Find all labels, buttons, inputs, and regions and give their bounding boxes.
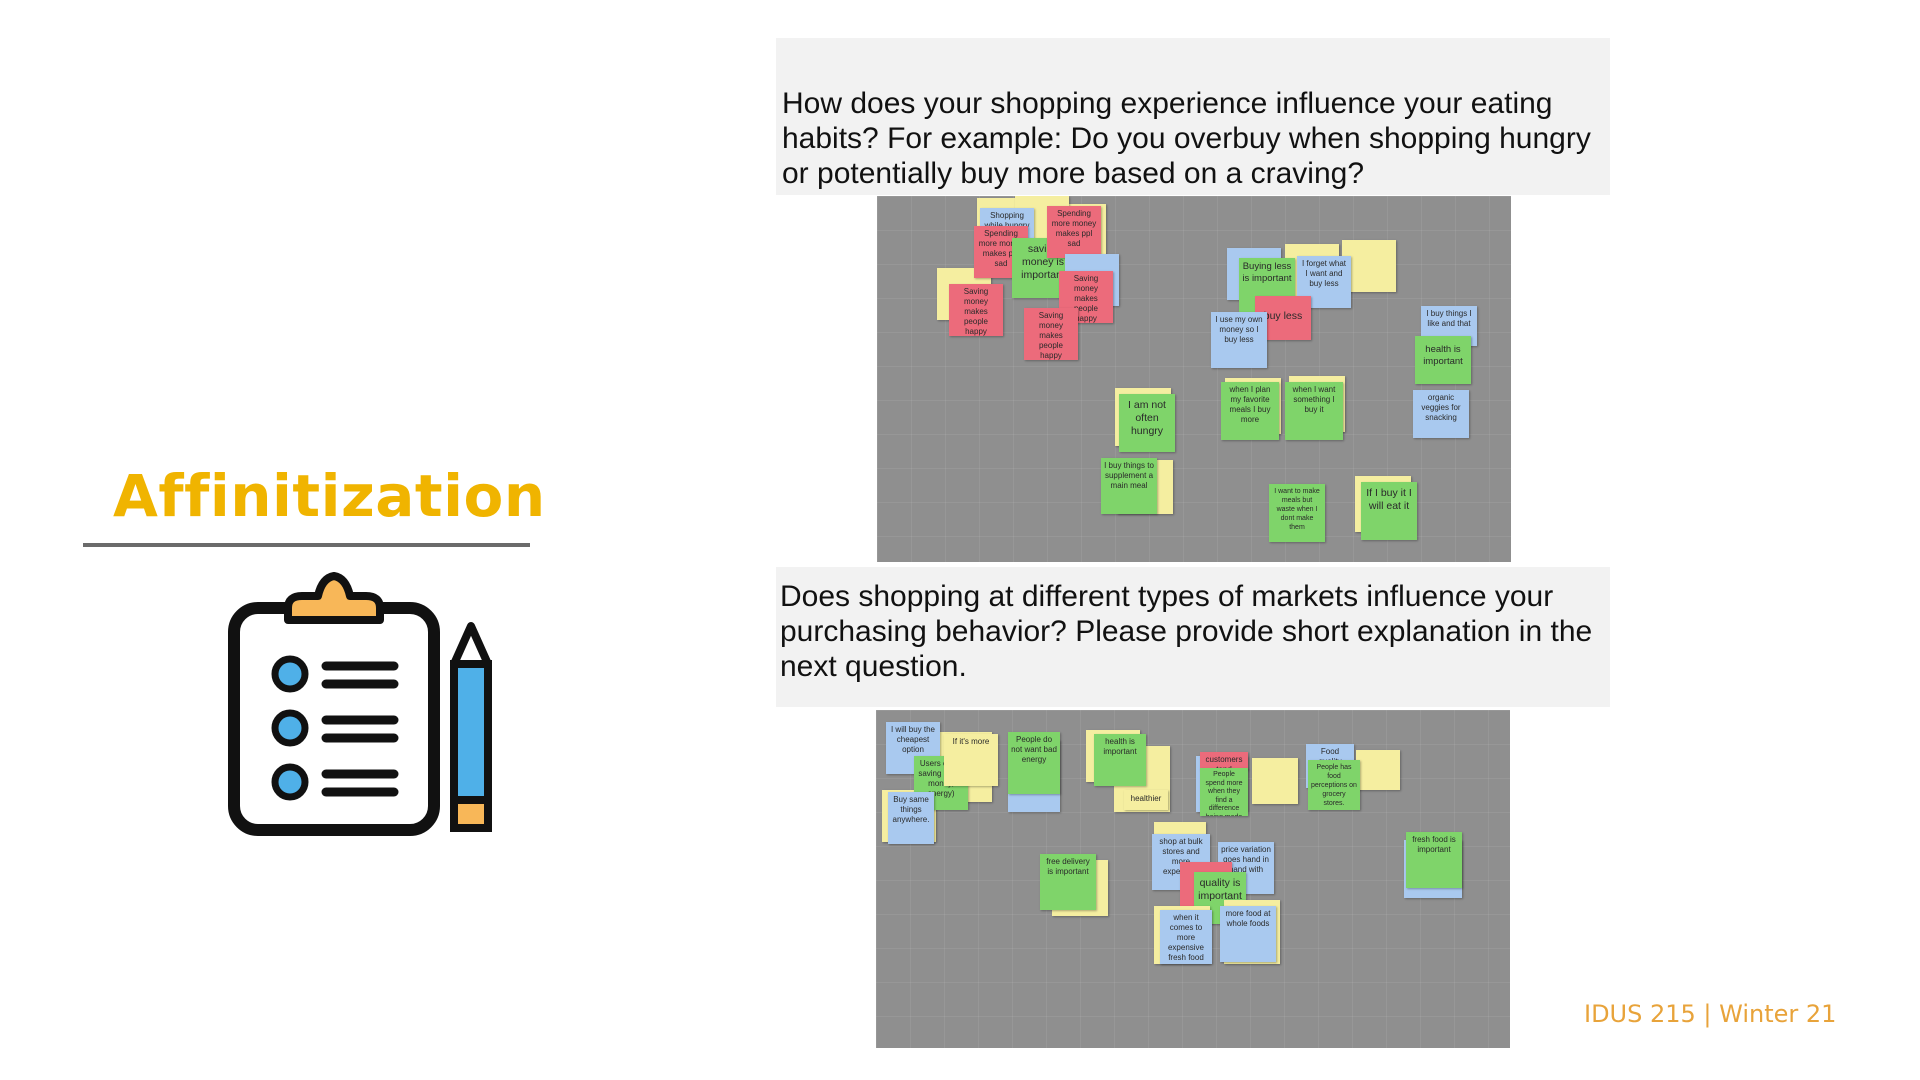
course-footer: IDUS 215 | Winter 21	[1584, 1000, 1837, 1028]
slide-title: Affinitization	[113, 462, 546, 530]
sticky-note: I use my own money so I buy less	[1211, 312, 1267, 368]
sticky-note: I buy things to supplement a main meal	[1101, 458, 1157, 514]
sticky-note: If I buy it I will eat it	[1361, 482, 1417, 540]
sticky-note: fresh food is important	[1406, 832, 1462, 888]
affinity-board-1: Shopping while hungry leads to Spending …	[877, 196, 1511, 562]
sticky-note: health is important	[1415, 336, 1471, 384]
sticky-note: healthier	[1124, 790, 1168, 810]
question-1-text: How does your shopping experience influe…	[782, 87, 1591, 190]
sticky-note: People has food perceptions on grocery s…	[1308, 760, 1360, 810]
sticky-note: I am not often hungry	[1119, 394, 1175, 452]
sticky-note: Saving money makes people happy	[1024, 308, 1078, 360]
sticky-note: customers tend	[1200, 752, 1248, 770]
clipboard-checklist-pencil-icon	[228, 572, 492, 836]
sticky-note: when I plan my favorite meals I buy more	[1221, 382, 1279, 440]
sticky-note: People spend more when they find a diffe…	[1200, 768, 1248, 816]
sticky-note: Saving money makes people happy	[949, 284, 1003, 336]
sticky-note: I want to make meals but waste when I do…	[1269, 484, 1325, 542]
pencil-icon	[450, 622, 492, 832]
bullet-1	[271, 655, 309, 693]
clipboard-clip	[284, 572, 384, 624]
question-1-header: How does your shopping experience influe…	[776, 38, 1610, 195]
sticky-note: Buy same things anywhere.	[888, 792, 934, 844]
bullet-3	[271, 763, 309, 801]
sticky-note: more food at whole foods	[1220, 906, 1276, 962]
question-2-header: Does shopping at different types of mark…	[776, 567, 1610, 707]
sticky-note: free delivery is important	[1040, 854, 1096, 910]
sticky-note: I will buy the cheapest option	[886, 722, 940, 774]
sticky-note: health is important	[1094, 734, 1146, 786]
sticky-note: People do not want bad energy	[1008, 732, 1060, 794]
sticky-note: organic veggies for snacking	[1413, 390, 1469, 438]
affinity-board-2: I will buy the cheapest option Users enj…	[876, 710, 1510, 1048]
question-2-text: Does shopping at different types of mark…	[780, 580, 1593, 683]
title-underline	[83, 543, 530, 547]
sticky-note: when I want something I buy it	[1285, 382, 1343, 440]
sticky-note: Spending more money makes ppl sad	[1047, 206, 1101, 258]
sticky-note: If it's more	[944, 734, 998, 786]
sticky-note: when it comes to more expensive fresh fo…	[1160, 910, 1212, 964]
bullet-2	[271, 709, 309, 747]
